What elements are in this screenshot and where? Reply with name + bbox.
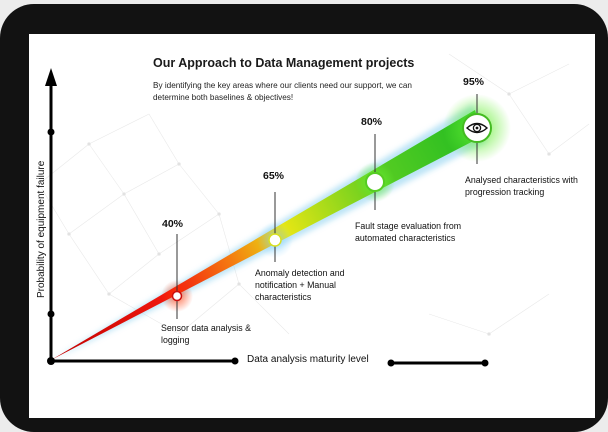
stage-2-label: Anomaly detection and notification + Man… bbox=[255, 268, 345, 302]
stage-node-2 bbox=[268, 233, 282, 247]
x-axis-label: Data analysis maturity level bbox=[247, 354, 369, 365]
stage-node-3 bbox=[365, 172, 385, 192]
x-axis-dot-left bbox=[231, 357, 239, 365]
x-axis-dot-right bbox=[481, 359, 489, 367]
stage-node-1 bbox=[171, 290, 183, 302]
y-axis-arrowhead bbox=[45, 68, 57, 86]
x-axis-dot-mid bbox=[387, 359, 395, 367]
slide: Our Approach to Data Management projects… bbox=[29, 34, 595, 418]
origin-dot bbox=[47, 357, 55, 365]
stage-3-label: Fault stage evaluation from automated ch… bbox=[355, 221, 462, 243]
stage-2-percent: 65% bbox=[263, 170, 285, 182]
stage-4-label: Analysed characteristics with progressio… bbox=[465, 175, 578, 197]
slide-subtitle: By identifying the key areas where our c… bbox=[153, 81, 412, 102]
y-axis-dot-top bbox=[47, 128, 55, 136]
stage-4-percent: 95% bbox=[463, 76, 485, 88]
y-axis-dot-bottom bbox=[47, 310, 55, 318]
eye-icon bbox=[465, 122, 489, 134]
slide-title: Our Approach to Data Management projects bbox=[153, 56, 415, 70]
stage-1-percent: 40% bbox=[162, 218, 184, 230]
stage-1-label: Sensor data analysis & logging bbox=[161, 323, 251, 345]
network-background bbox=[38, 53, 590, 336]
y-axis-label: Probability of equipment failure bbox=[36, 160, 47, 298]
axes bbox=[45, 68, 489, 367]
stage-3-percent: 80% bbox=[361, 116, 383, 128]
diagram-canvas bbox=[38, 53, 590, 367]
tablet-frame: Our Approach to Data Management projects… bbox=[0, 4, 608, 432]
